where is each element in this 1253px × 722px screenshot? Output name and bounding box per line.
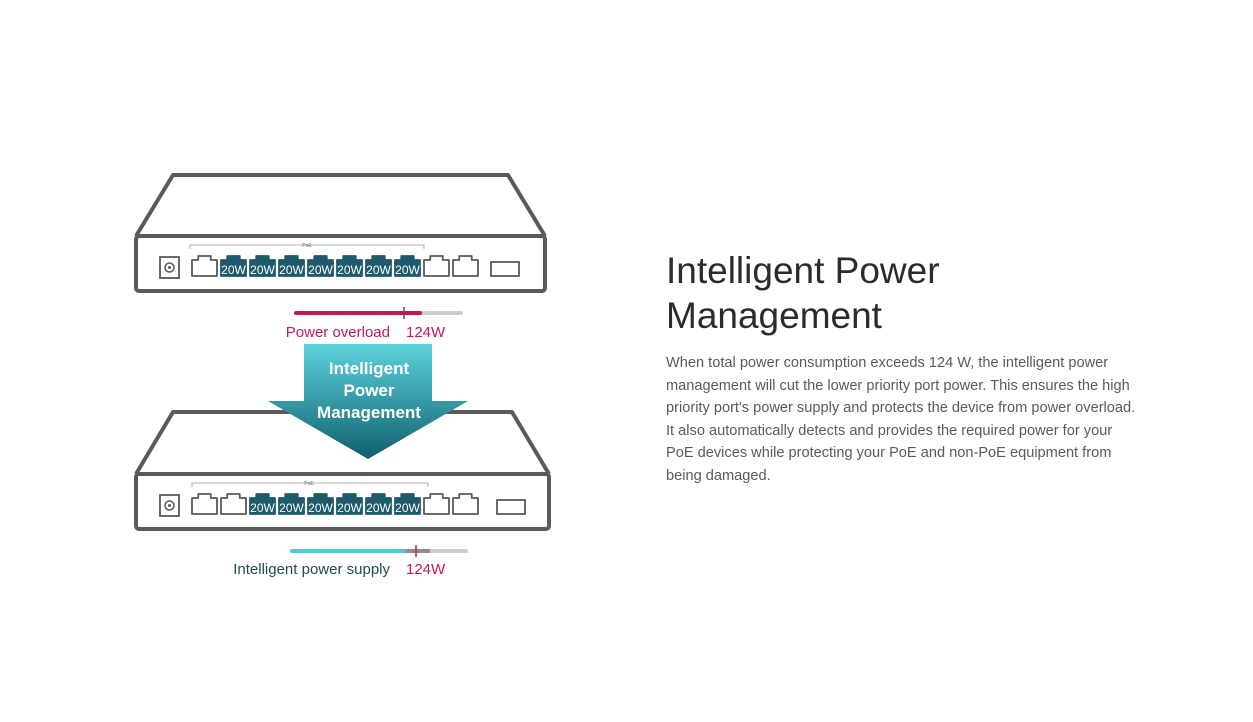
poe-port-active: 20W [278,255,305,277]
supply-value: 124W [406,561,446,578]
section-description: When total power consumption exceeds 124… [666,355,1136,484]
ethernet-port [191,493,218,515]
port-power-label: 20W [250,263,275,277]
section-heading: Intelligent Power Management [666,248,1086,338]
poe-port-active: 20W [394,493,421,515]
poe-port-active: 20W [278,493,305,515]
heading-line2: Management [666,295,882,336]
arrow-text-line1: Intelligent [329,359,410,378]
poe-port-active: 20W [365,255,392,277]
overload-label: Power overload [286,324,390,341]
poe-port-active: 20W [220,255,247,277]
poe-port-active: 20W [394,255,421,277]
poe-port-active: 20W [249,255,276,277]
port-power-label: 20W [308,263,333,277]
sfp-slot-icon [490,261,520,277]
arrow-text-line3: Management [317,403,421,422]
poe-bracket [189,244,425,249]
ethernet-port [452,255,479,277]
top-switch-lid [134,173,547,238]
overload-value: 124W [406,324,446,341]
port-power-label: 20W [279,263,304,277]
supply-power-bar: Intelligent power supply 124W [233,545,468,578]
port-power-label: 20W [337,263,362,277]
port-power-label: 20W [250,501,275,515]
sfp-slot-icon [496,499,526,515]
intelligent-management-arrow: Intelligent Power Management [268,344,468,459]
heading-line1: Intelligent Power [666,250,940,291]
port-power-label: 20W [279,501,304,515]
top-switch-ports: 20W 20W 20W 20W 20W 20W 20W [191,255,479,277]
poe-label: PoE [302,243,312,249]
poe-label: PoE [304,481,314,487]
port-power-label: 20W [221,263,246,277]
port-power-label: 20W [337,501,362,515]
ethernet-port [423,493,450,515]
ethernet-port [452,493,479,515]
supply-label: Intelligent power supply [233,561,390,578]
overload-power-bar: Power overload 124W [286,307,463,341]
arrow-text-line2: Power [343,381,394,400]
ethernet-port [423,255,450,277]
top-switch: PoE 20W 20W 20W 20W 20W 20W 20W [134,173,547,293]
port-power-label: 20W [395,501,420,515]
port-power-label: 20W [395,263,420,277]
poe-port-active: 20W [307,493,334,515]
bottom-switch-ports: 20W 20W 20W 20W 20W 20W [191,493,479,515]
port-power-label: 20W [366,501,391,515]
poe-port-active: 20W [249,493,276,515]
port-power-label: 20W [366,263,391,277]
poe-port-active: 20W [336,255,363,277]
port-power-label: 20W [308,501,333,515]
ethernet-port [220,493,247,515]
ethernet-port [191,255,218,277]
poe-port-active: 20W [365,493,392,515]
poe-bracket [191,482,429,487]
poe-port-active: 20W [336,493,363,515]
poe-port-active: 20W [307,255,334,277]
